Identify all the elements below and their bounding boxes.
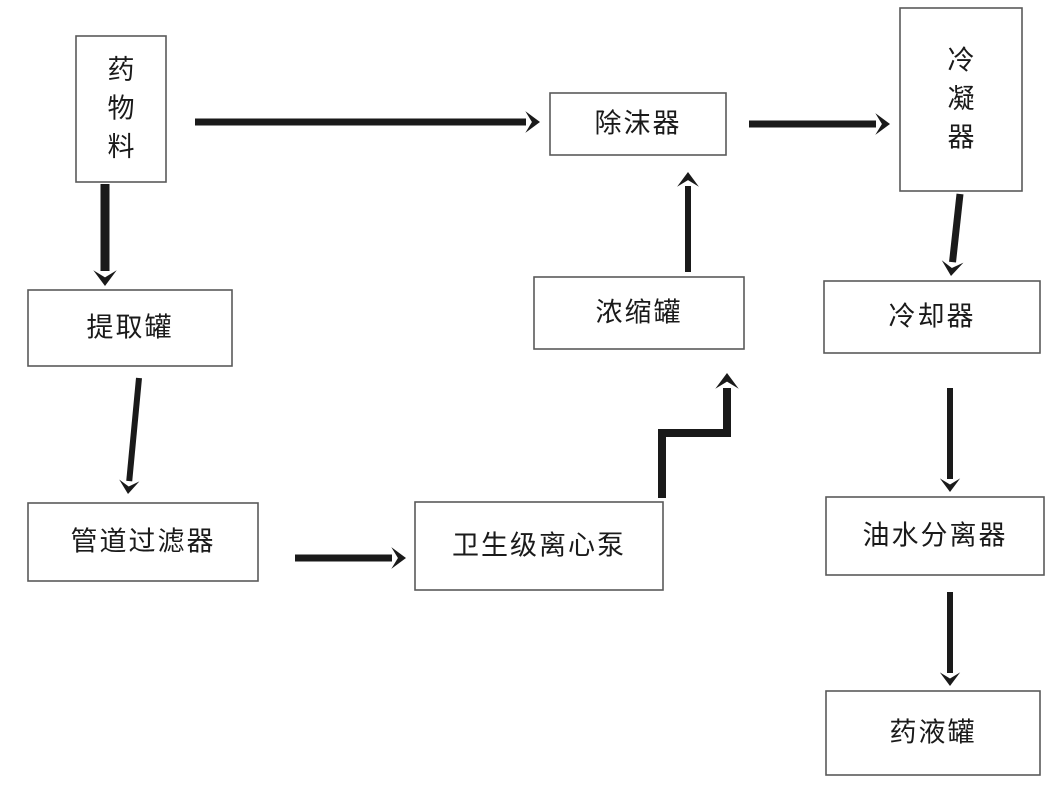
node-box-drug-material[interactable] [75,35,167,183]
node-liquid-medicine-tank[interactable]: 药液罐 [825,690,1041,776]
connector-cooler-to-oil-water-separator [939,388,961,492]
node-label-condenser: 冷 [948,46,975,77]
node-label-drug-material: 料 [108,132,135,163]
arrow-head-right [391,547,406,569]
connector-pump-to-concentration-tank [658,373,739,498]
connector-concentration-tank-to-defoamer [677,172,699,272]
node-sanitary-centrifugal-pump[interactable]: 卫生级离心泵 [414,501,664,591]
node-label-drug-material: 药 [108,55,135,86]
node-extraction-tank[interactable]: 提取罐 [27,289,233,367]
node-label-condenser: 器 [948,122,975,153]
connector-oil-water-separator-to-liquid-medicine-tank [939,592,961,686]
node-cooler[interactable]: 冷却器 [823,280,1041,354]
node-label-condenser: 凝 [948,84,975,115]
arrow-head-up [677,172,699,187]
connector-shaft [126,377,142,482]
node-label-pipeline-filter: 管道过滤器 [71,527,216,558]
connector-defoamer-to-condenser [749,113,890,135]
arrow-head-right [875,113,890,135]
node-label-sanitary-centrifugal-pump: 卫生级离心泵 [452,531,626,562]
node-box-liquid-medicine-tank[interactable] [825,690,1041,776]
node-concentration-tank[interactable]: 浓缩罐 [533,276,745,350]
node-label-defoamer: 除沫器 [595,109,682,140]
node-label-liquid-medicine-tank: 药液罐 [890,718,977,749]
node-drug-material[interactable]: 药物料 [75,35,167,183]
arrow-head-down [939,478,961,492]
node-oil-water-separator[interactable]: 油水分离器 [825,496,1045,576]
arrow-head-up [715,373,739,389]
node-box-condenser[interactable] [899,7,1023,192]
connector-extraction-tank-to-pipeline-filter [119,377,142,494]
node-pipeline-filter[interactable]: 管道过滤器 [27,502,259,582]
node-label-concentration-tank: 浓缩罐 [596,298,683,329]
node-box-defoamer[interactable] [549,92,727,156]
arrow-head-down [93,270,117,286]
arrow-head-down [939,672,961,686]
connector-drug-material-to-extraction-tank [93,184,117,286]
node-box-concentration-tank[interactable] [533,276,745,350]
connector-shaft [949,193,964,263]
node-defoamer[interactable]: 除沫器 [549,92,727,156]
connector-pipeline-filter-to-pump [295,547,406,569]
connector-condenser-to-cooler [941,193,964,276]
connector-shaft [658,388,731,498]
node-box-extraction-tank[interactable] [27,289,233,367]
arrow-head-down [941,260,964,276]
arrow-head-right [525,111,540,133]
node-box-pipeline-filter[interactable] [27,502,259,582]
connector-drug-material-to-defoamer [195,111,540,133]
node-condenser[interactable]: 冷凝器 [899,7,1023,192]
arrow-head-down [119,479,140,494]
node-box-sanitary-centrifugal-pump[interactable] [414,501,664,591]
node-box-oil-water-separator[interactable] [825,496,1045,576]
node-label-oil-water-separator: 油水分离器 [863,521,1008,552]
node-label-drug-material: 物 [108,94,135,125]
node-label-cooler: 冷却器 [889,302,976,333]
node-label-extraction-tank: 提取罐 [87,313,174,344]
node-box-cooler[interactable] [823,280,1041,354]
